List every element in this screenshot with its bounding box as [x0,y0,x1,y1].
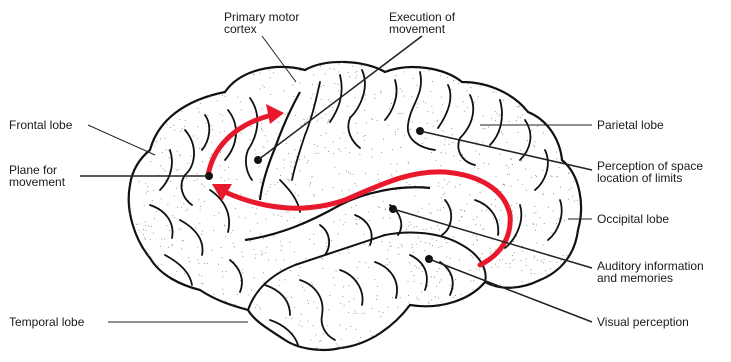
leader-frontal [88,125,155,155]
label-perception-of-space: Perception of space location of limits [597,160,703,184]
label-auditory-information: Auditory information and memories [597,260,704,284]
label-occipital-lobe: Occipital lobe [597,213,669,225]
label-temporal-lobe: Temporal lobe [9,316,84,328]
brain-outline [129,62,581,350]
label-primary-motor-cortex: Primary motor cortex [224,11,299,35]
label-execution-of-movement: Execution of movement [389,11,455,35]
label-parietal-lobe: Parietal lobe [597,119,664,131]
label-visual-perception: Visual perception [597,316,689,328]
label-plane-for-movement: Plane for movement [9,164,65,188]
label-frontal-lobe: Frontal lobe [9,119,72,131]
